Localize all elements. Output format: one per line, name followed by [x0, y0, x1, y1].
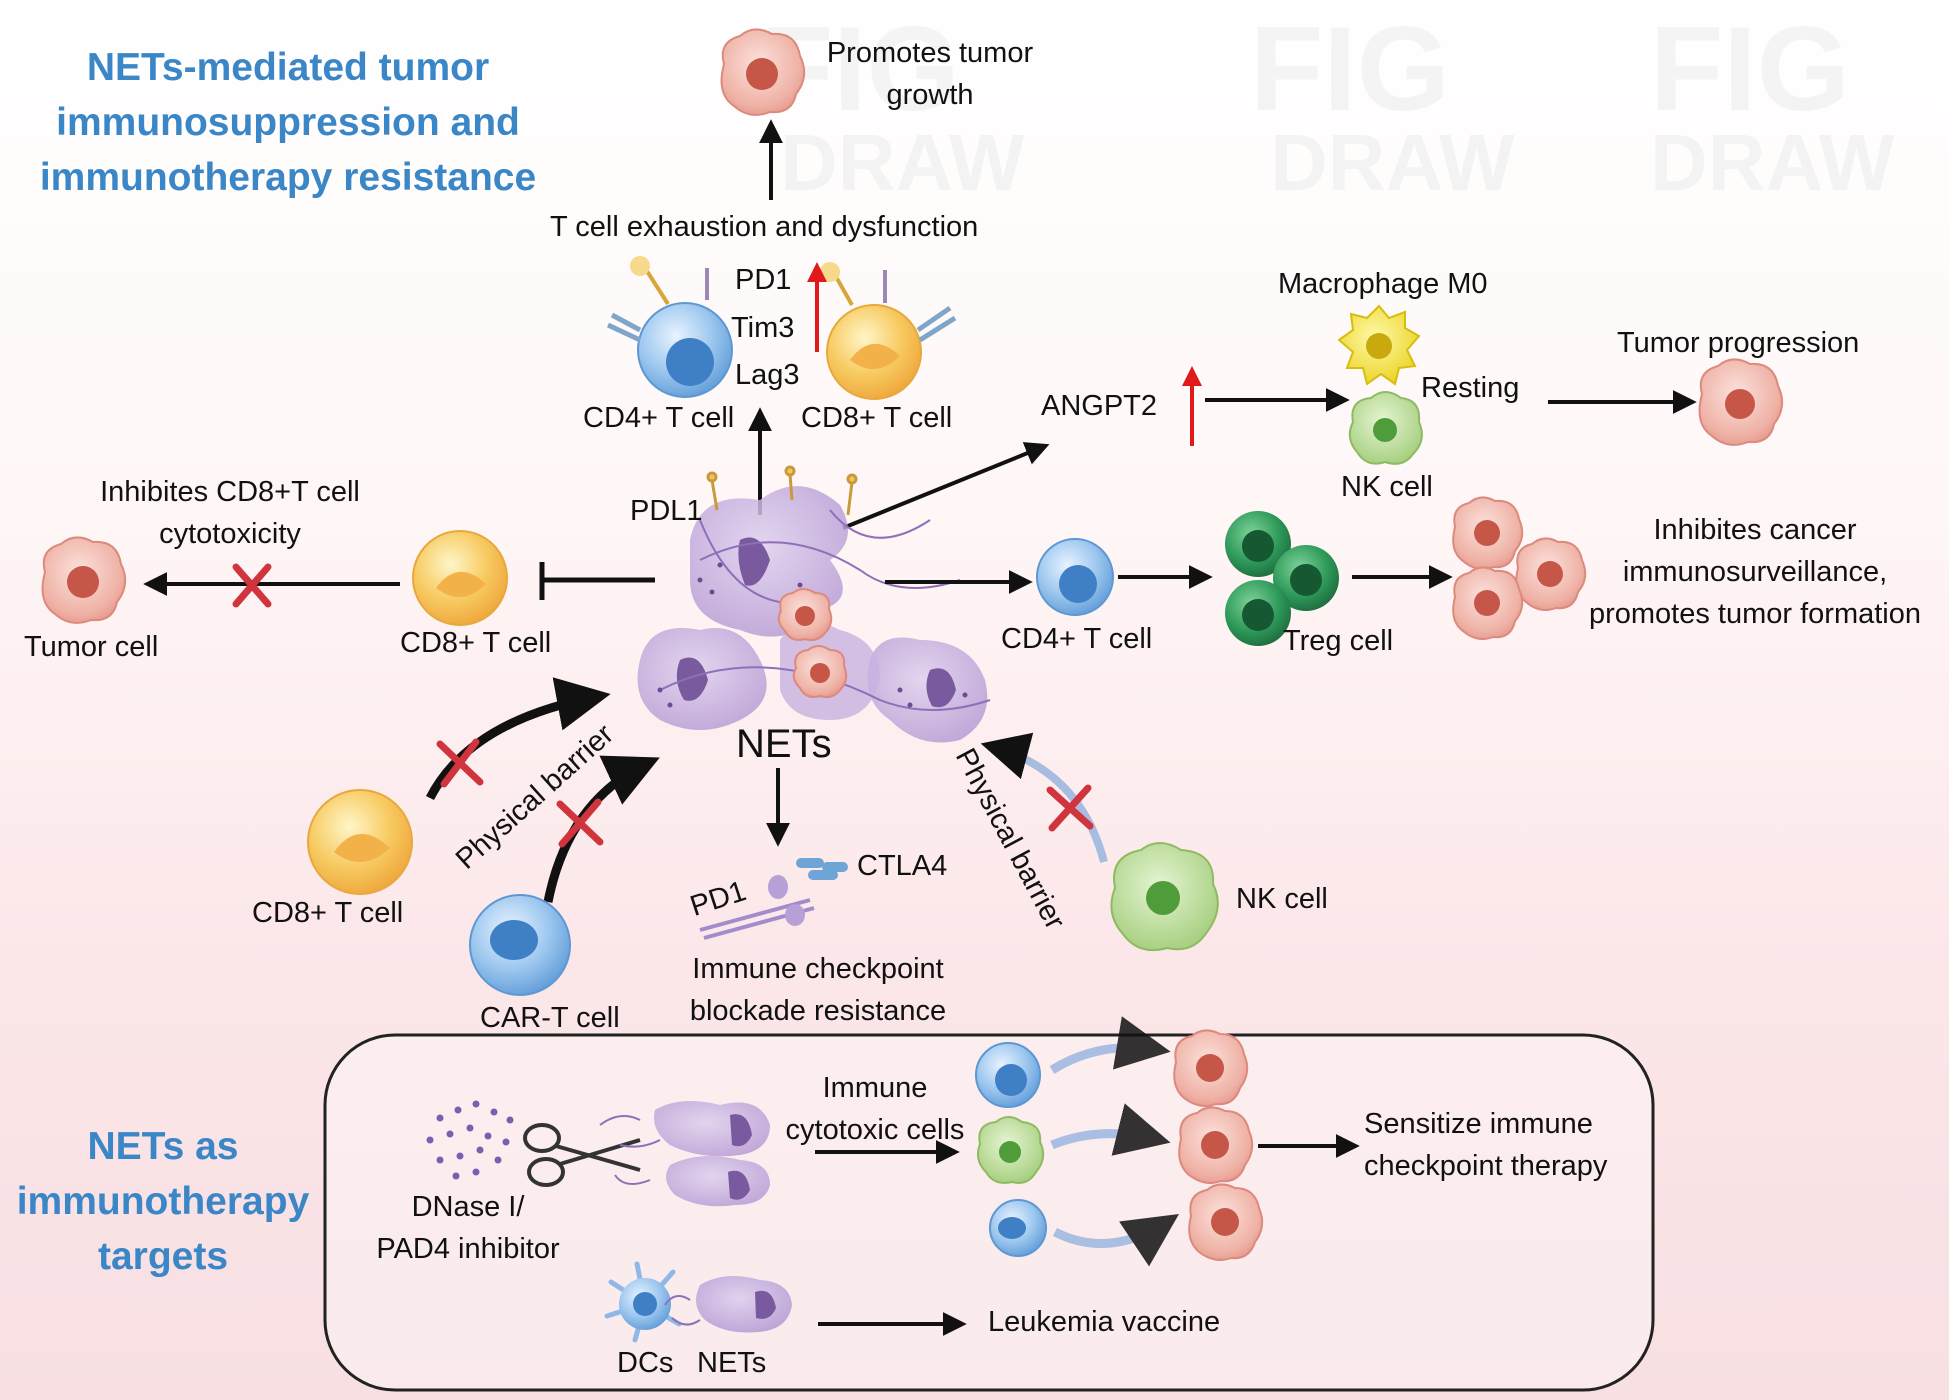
targets-title-line-3: targets [97, 1234, 229, 1278]
main-title-line-3: immunotherapy resistance [39, 155, 537, 199]
cd4-t-cell-top-icon [606, 256, 733, 398]
label-cd8-t-left: CD8+ T cell [400, 627, 552, 659]
label-leukemia-vaccine: Leukemia vaccine [988, 1306, 1221, 1338]
pd1-ctla4-icon [699, 858, 848, 940]
tumor-cluster-right-icon [1452, 496, 1587, 640]
blue-curved-arrows [1049, 1016, 1179, 1267]
label-angpt2: ANGPT2 [1041, 390, 1158, 422]
label-immune-cytotoxic: Immune cytotoxic cells [770, 1067, 980, 1151]
label-immune-cytotoxic-1: Immune [822, 1072, 928, 1104]
svg-text:DRAW: DRAW [1270, 118, 1515, 207]
svg-text:DRAW: DRAW [1650, 118, 1895, 207]
targets-title-line-1: NETs as [87, 1125, 239, 1168]
label-checkpoint-resistance-2: blockade resistance [689, 995, 947, 1028]
label-sensitize: Sensitize immune checkpoint therapy [1364, 1103, 1607, 1187]
targets-title-line-2: immunotherapy [16, 1179, 310, 1223]
scissors-icon [523, 1123, 641, 1187]
inhibit-bar-cd8 [539, 562, 655, 600]
label-pd1: PD1 [735, 264, 792, 296]
label-dnase: DNase I/ PAD4 inhibitor [358, 1186, 578, 1270]
dnase-dots-icon [426, 1100, 514, 1180]
label-inhibits-cancer-2: immunosurveillance, [1622, 556, 1888, 589]
label-nk-bottom: NK cell [1236, 883, 1328, 915]
tumor-cell-icon [720, 28, 806, 116]
pdl1-receptors-icon [706, 465, 858, 516]
label-checkpoint-resistance: Immune checkpoint blockade resistance [658, 948, 978, 1032]
label-promotes-growth: Promotes tumor growth [800, 32, 1060, 116]
cd8-t-cell-top-icon [820, 262, 957, 400]
label-dcs: DCs [617, 1347, 674, 1379]
label-lag3: Lag3 [735, 359, 800, 391]
label-promotes-growth-1: Promotes tumor [826, 37, 1034, 69]
label-inhibits-cd8-1: Inhibites CD8+T cell [100, 476, 360, 508]
label-inhibits-cancer-3: promotes tumor formation [1588, 598, 1921, 631]
targets-title: NETs as immunotherapy targets [0, 1120, 326, 1285]
label-inhibits-cd8: Inhibites CD8+T cell cytotoxicity [80, 471, 380, 555]
cytotoxic-nk-cell-icon [977, 1116, 1045, 1184]
label-inhibits-cancer: Inhibites cancer immunosurveillance, pro… [1575, 509, 1935, 635]
nk-cell-top-icon [1348, 391, 1423, 465]
dc-cell-icon [604, 1261, 682, 1343]
label-cd4-t-right: CD4+ T cell [1001, 623, 1153, 655]
label-car-t: CAR-T cell [480, 1002, 620, 1034]
label-cd8-t-bottom: CD8+ T cell [252, 897, 404, 929]
curved-arrow-cd8-blocked [425, 677, 611, 801]
cd8-t-cell-bottom-icon [307, 789, 413, 895]
label-immune-cytotoxic-2: cytotoxic cells [785, 1114, 965, 1147]
red-x-left-icon [232, 563, 272, 608]
tumor-cell-left-icon [41, 536, 127, 624]
watermark: FIG FIG FIG DRAW DRAW DRAW [760, 2, 1895, 207]
label-t-exhaustion: T cell exhaustion and dysfunction [550, 211, 979, 243]
cd4-t-cell-right-icon [1036, 538, 1114, 616]
main-title-line-2: immunosuppression and [56, 100, 520, 144]
red-x-nk-icon [1046, 784, 1094, 832]
svg-text:FIG: FIG [1650, 2, 1850, 136]
label-nets-small: NETs [697, 1347, 767, 1379]
label-cd8-t-top: CD8+ T cell [801, 402, 953, 434]
label-nets: NETs [736, 722, 832, 766]
label-inhibits-cancer-1: Inhibites cancer [1653, 514, 1857, 546]
cytotoxic-blue-cell-2-icon [989, 1199, 1047, 1257]
label-tumor-progression: Tumor progression [1617, 327, 1860, 359]
tumor-cell-progression-icon [1698, 358, 1784, 446]
arrow-nets-to-angpt2 [842, 442, 1050, 530]
svg-text:FIG: FIG [1250, 2, 1450, 136]
car-t-cell-icon [469, 894, 571, 996]
nets-cluster-icon [637, 486, 991, 743]
target-tumor-cells-icon [1173, 1029, 1264, 1261]
label-dnase-2: PAD4 inhibitor [376, 1233, 560, 1266]
label-treg: Treg cell [1283, 625, 1394, 657]
label-macrophage-m0: Macrophage M0 [1278, 268, 1488, 300]
cytotoxic-blue-cell-icon [975, 1042, 1041, 1108]
macrophage-m0-icon [1337, 304, 1421, 386]
label-tim3: Tim3 [731, 312, 795, 344]
red-x-cart-icon [556, 798, 604, 848]
curved-arrow-nk-blocked [980, 732, 1108, 864]
label-sensitize-2: checkpoint therapy [1364, 1150, 1608, 1183]
svg-text:DRAW: DRAW [780, 118, 1025, 207]
nets-small-icon [599, 1101, 770, 1207]
main-title-line-1: NETs-mediated tumor [86, 46, 490, 89]
red-x-cd8-icon [436, 738, 484, 788]
label-cd4-t-top: CD4+ T cell [583, 402, 735, 434]
label-checkpoint-resistance-1: Immune checkpoint [692, 953, 944, 985]
label-promotes-growth-2: growth [886, 79, 974, 112]
label-resting: Resting [1421, 372, 1520, 404]
label-dnase-1: DNase I/ [411, 1191, 525, 1223]
label-nk-top: NK cell [1341, 471, 1433, 503]
nets-dc-icon [664, 1276, 792, 1333]
label-sensitize-1: Sensitize immune [1364, 1108, 1593, 1140]
label-tumor-cell: Tumor cell [24, 631, 159, 663]
main-title: NETs-mediated tumor immunosuppression an… [8, 41, 568, 206]
treg-cell-icon [1225, 511, 1339, 646]
cd8-t-cell-left-icon [412, 530, 508, 626]
label-inhibits-cd8-2: cytotoxicity [159, 518, 301, 551]
label-pdl1: PDL1 [630, 495, 703, 527]
nk-cell-bottom-icon [1110, 842, 1219, 952]
label-ctla4: CTLA4 [857, 850, 948, 882]
